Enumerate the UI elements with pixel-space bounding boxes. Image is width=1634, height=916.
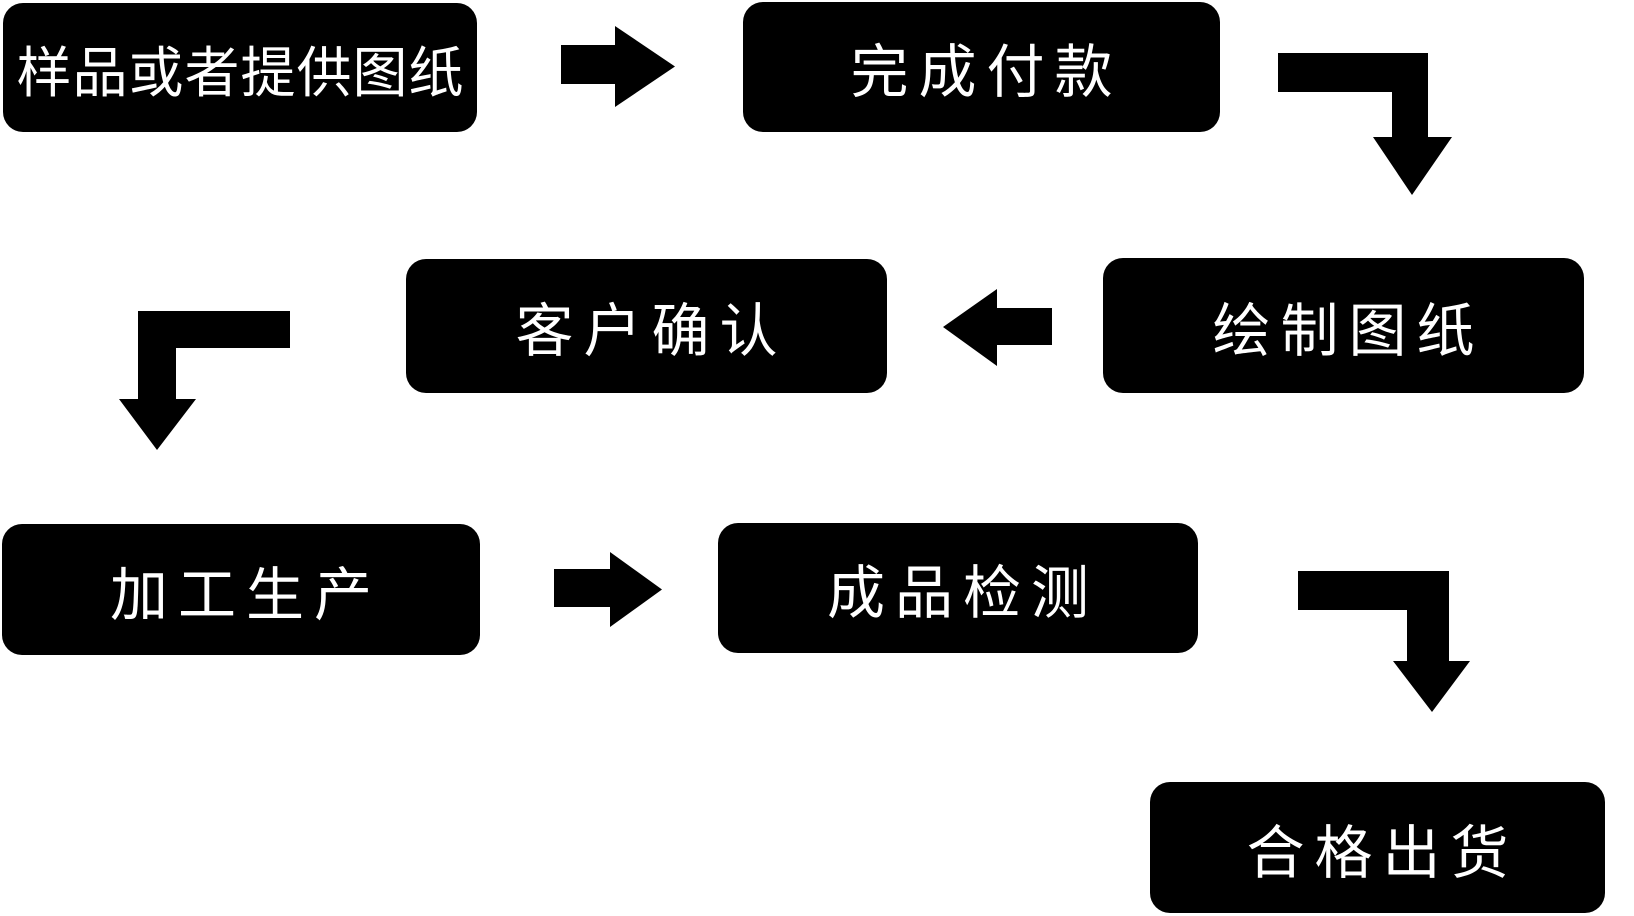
node-sample-or-provide-drawings: 样品或者提供图纸 [3,3,477,132]
node-label: 成品检测 [826,559,1099,627]
node-label: 样品或者提供图纸 [16,40,465,105]
node-complete-payment: 完成付款 [743,2,1220,132]
node-label: 客户确认 [515,297,788,365]
arrow-elbow-left-down-icon [119,311,290,450]
node-label: 加工生产 [109,560,382,629]
node-qualified-shipment: 合格出货 [1150,782,1605,913]
node-label: 绘制图纸 [1212,296,1485,365]
arrow-right-icon [561,26,675,107]
node-finished-product-inspection: 成品检测 [718,523,1198,653]
arrow-elbow-right-down-icon [1298,571,1470,712]
node-label: 合格出货 [1246,818,1519,887]
arrow-elbow-right-down-icon [1278,53,1452,195]
node-processing-production: 加工生产 [2,524,480,655]
node-draw-drawings: 绘制图纸 [1103,258,1584,393]
node-label: 完成付款 [850,38,1123,106]
node-customer-confirmation: 客户确认 [406,259,887,393]
arrow-left-icon [943,289,1052,366]
arrow-right-icon [554,552,662,627]
